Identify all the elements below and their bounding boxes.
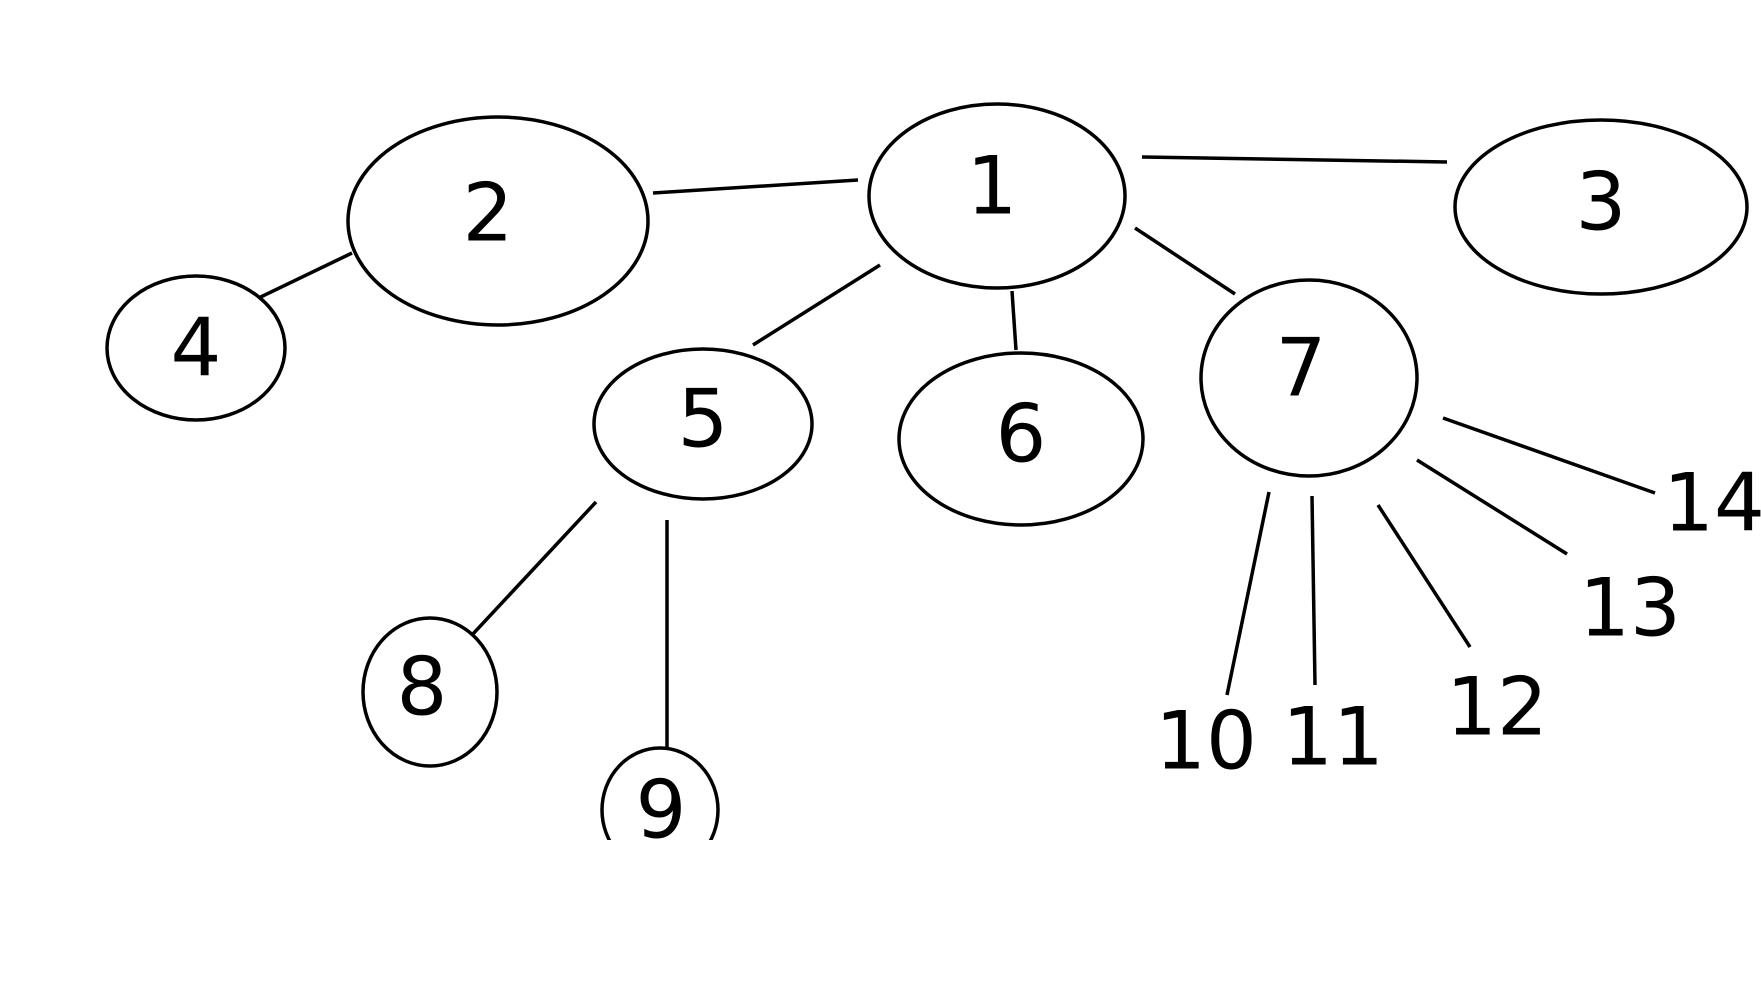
node-7: 7 — [1199, 278, 1419, 478]
edge-7-12 — [1376, 504, 1472, 648]
edge-2-4 — [243, 251, 353, 307]
edge-7-13 — [1416, 458, 1568, 556]
node-1-ellipse — [867, 102, 1127, 290]
node-1-label: 1 — [967, 140, 1018, 233]
node-6-label: 6 — [996, 388, 1047, 481]
edge-7-14 — [1442, 416, 1656, 495]
edges-layer — [243, 155, 1656, 755]
node-4: 4 — [105, 274, 287, 422]
node-14: 14 — [1663, 457, 1761, 550]
node-8: 8 — [361, 616, 499, 768]
node-8-ellipse — [361, 616, 499, 768]
node-13-label: 13 — [1579, 562, 1681, 655]
node-5: 5 — [592, 347, 814, 501]
node-2-ellipse — [346, 115, 650, 327]
node-2-label: 2 — [463, 167, 514, 260]
edge-1-2 — [652, 178, 859, 195]
edge-7-10 — [1225, 491, 1271, 696]
node-11-label: 11 — [1282, 691, 1384, 784]
edge-1-6 — [1010, 290, 1018, 351]
node-1: 1 — [867, 102, 1127, 290]
node-3: 3 — [1453, 118, 1749, 296]
node-4-ellipse — [105, 274, 287, 422]
edge-7-11 — [1310, 495, 1317, 686]
node-14-label: 14 — [1663, 457, 1761, 550]
edge-1-5 — [752, 263, 881, 347]
edge-5-8 — [456, 500, 598, 652]
node-4-label: 4 — [171, 302, 222, 395]
node-7-label: 7 — [1276, 322, 1327, 415]
node-6-ellipse — [897, 351, 1145, 527]
node-10-label: 10 — [1155, 695, 1257, 788]
node-13: 13 — [1579, 562, 1681, 655]
node-12-label: 12 — [1446, 661, 1548, 754]
node-2: 2 — [346, 115, 650, 327]
edge-1-7 — [1134, 226, 1236, 296]
node-8-label: 8 — [397, 641, 448, 734]
node-3-label: 3 — [1576, 156, 1627, 249]
node-3-ellipse — [1453, 118, 1749, 296]
node-11: 11 — [1282, 691, 1384, 784]
node-5-label: 5 — [678, 373, 729, 466]
node-10: 10 — [1155, 695, 1257, 788]
node-12: 12 — [1446, 661, 1548, 754]
node-9-clip-mask — [590, 840, 730, 890]
edge-1-3 — [1141, 155, 1448, 164]
node-6: 6 — [897, 351, 1145, 527]
node-7-ellipse — [1199, 278, 1419, 478]
node-5-ellipse — [592, 347, 814, 501]
